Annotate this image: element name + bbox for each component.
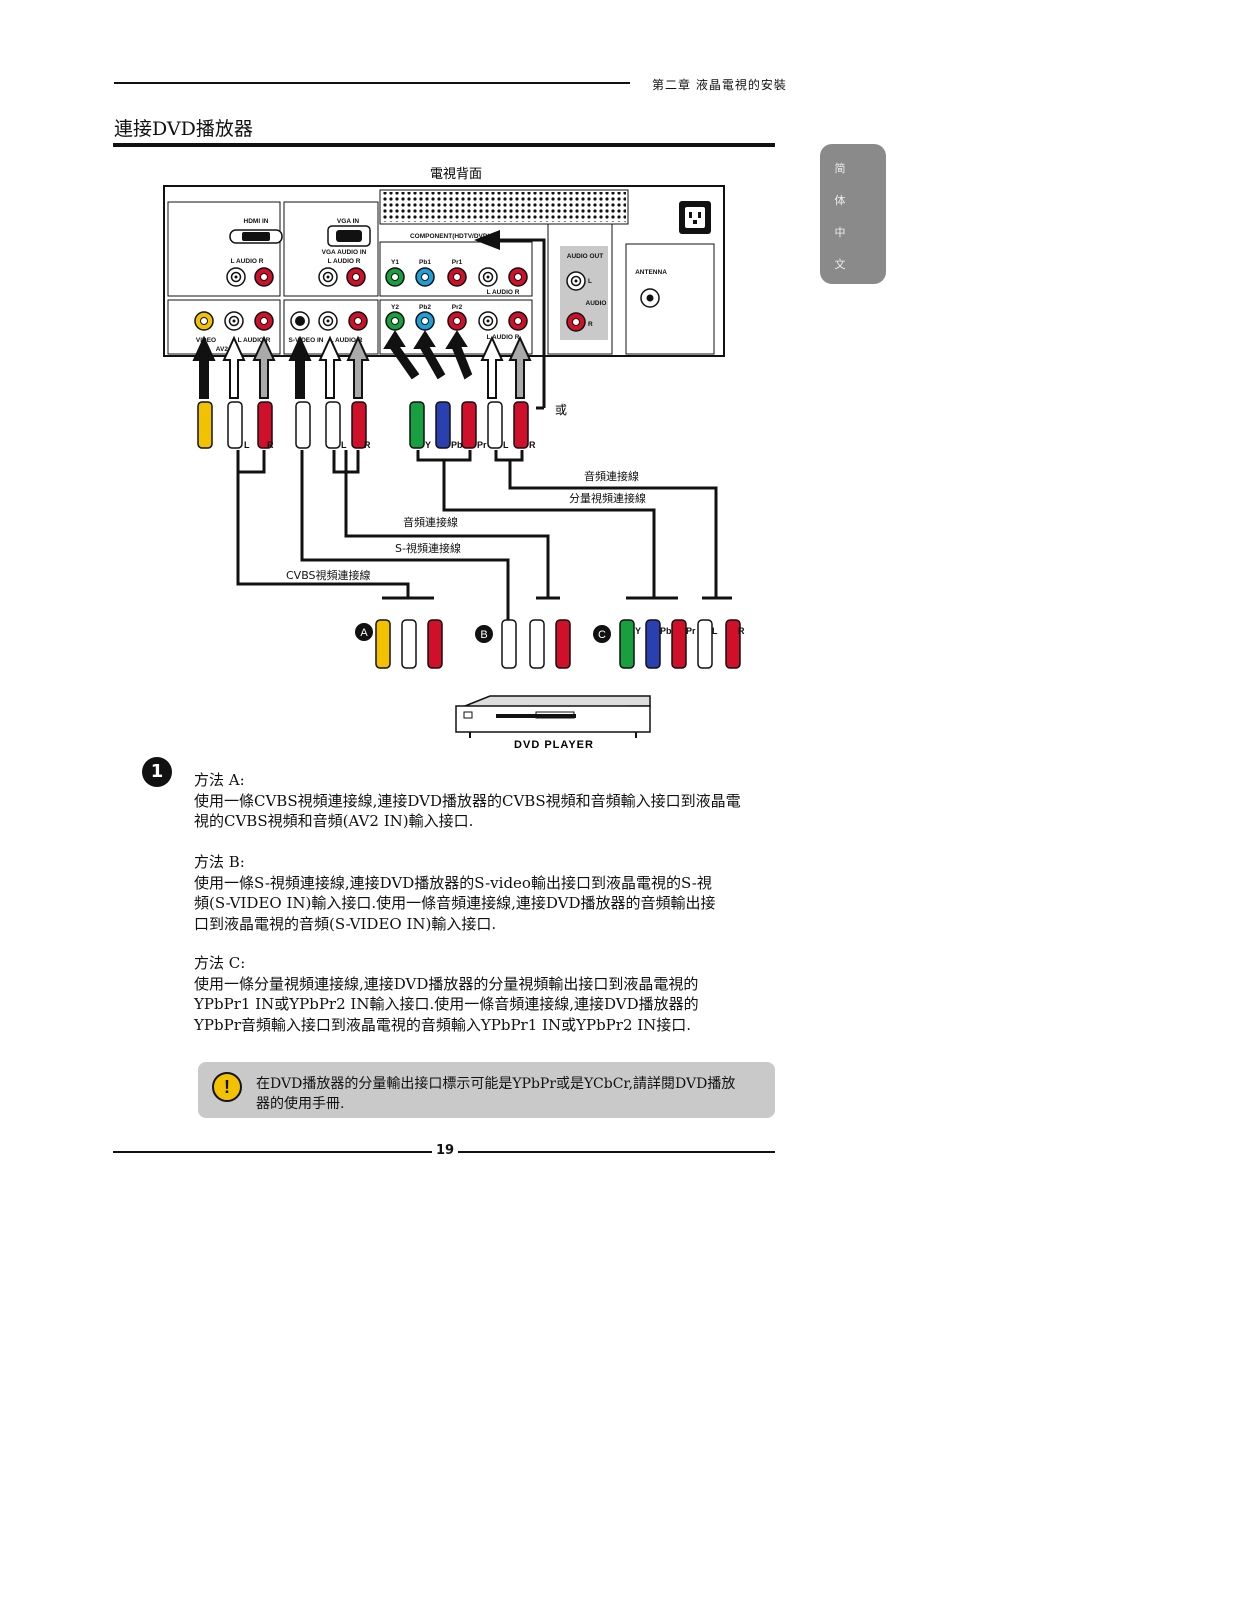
- warning-icon: !: [212, 1072, 242, 1102]
- method-heading: 方法 C:: [194, 954, 246, 972]
- cables: [236, 450, 732, 620]
- tab-char: 文: [834, 258, 846, 271]
- vent-frame: [379, 189, 629, 225]
- y1-label: Y1: [391, 259, 399, 266]
- component-cable-label: 分量視頻連接線: [569, 491, 646, 505]
- audio-out-r-label: R: [588, 321, 593, 328]
- component-label: COMPONENT(HDTV/DVD) IN: [410, 233, 498, 240]
- plug-label: L: [341, 440, 347, 450]
- marker-b-label: B: [480, 629, 487, 641]
- audio-cable-label: 音頻連接線: [584, 469, 639, 483]
- pr2-label: Pr2: [452, 304, 463, 311]
- diagram-heading: 電視背面: [430, 167, 482, 182]
- vga-section: [283, 201, 379, 297]
- method-c: 方法 C: 使用一條分量視頻連接線,連接DVD播放器的分量視頻輸出接口到液晶電視…: [194, 953, 699, 1035]
- panel-jacks: [194, 267, 660, 332]
- component-section: [379, 241, 533, 297]
- note-line: 器的使用手冊.: [256, 1096, 345, 1112]
- plug-label: R: [738, 626, 745, 636]
- vga-in-label: VGA IN: [337, 218, 359, 225]
- method-heading: 方法 A:: [194, 771, 245, 789]
- connection-diagram: 電視背面 HDMI IN VGA IN VGA AUDIO IN L AUDIO…: [163, 167, 745, 751]
- method-line: 視的CVBS視頻和音頻(AV2 IN)輸入接口.: [194, 812, 474, 830]
- hdmi-audio-label: L AUDIO R: [231, 258, 264, 265]
- method-line: YPbPr1 IN或YPbPr2 IN輸入接口.使用一條音頻連接線,連接DVD播…: [194, 995, 699, 1013]
- method-line: 口到液晶電視的音頻(S-VIDEO IN)輸入接口.: [194, 914, 497, 933]
- plug-label: Pr: [686, 626, 696, 636]
- title-rule: [113, 143, 775, 147]
- or-label: 或: [555, 403, 567, 417]
- vga-audio-label: L AUDIO R: [328, 258, 361, 265]
- note-line: 在DVD播放器的分量輸出接口標示可能是YPbPr或是YCbCr,請詳閱DVD播放: [256, 1076, 736, 1092]
- vent-grille: [382, 192, 626, 222]
- step-number: 1: [150, 761, 164, 782]
- cvbs-cable-label: CVBS視頻連接線: [286, 568, 371, 582]
- av2-section: [167, 299, 281, 355]
- method-line: 頻(S-VIDEO IN)輸入接口.使用一條音頻連接線,連接DVD播放器的音頻輸…: [194, 894, 716, 912]
- plug-label: L: [712, 626, 718, 636]
- insert-arrows: [192, 330, 532, 399]
- method-line: 使用一條S-視頻連接線,連接DVD播放器的S-video輸出接口到液晶電視的S-…: [194, 873, 712, 892]
- audio-out-label: AUDIO OUT: [567, 253, 604, 260]
- antenna-section: [625, 243, 715, 355]
- header-rule: [114, 82, 630, 84]
- y2-label: Y2: [391, 304, 399, 311]
- dvd-player-icon: [455, 695, 651, 738]
- method-line: 使用一條分量視頻連接線,連接DVD播放器的分量視頻輸出接口到液晶電視的: [194, 974, 699, 993]
- marker-c: [593, 625, 611, 643]
- audio-out-section: [547, 223, 613, 355]
- marker-a: [355, 623, 373, 641]
- audio-label: AUDIO: [586, 300, 607, 307]
- arrow-head: [474, 230, 500, 250]
- tv-side-plugs: [197, 401, 529, 449]
- page-number: 19: [432, 1143, 459, 1158]
- av2-label: AV2 IN: [216, 346, 237, 353]
- antenna-label: ANTENNA: [635, 269, 667, 276]
- marker-a-label: A: [360, 627, 368, 639]
- tab-char: 简: [834, 162, 846, 175]
- note-box: ! 在DVD播放器的分量輸出接口標示可能是YPbPr或是YCbCr,請詳閱DVD…: [198, 1062, 775, 1118]
- dvd-side-plugs: [375, 619, 741, 669]
- page-title: 連接DVD播放器: [114, 118, 253, 140]
- pb1-label: Pb1: [419, 259, 431, 266]
- method-b: 方法 B: 使用一條S-視頻連接線,連接DVD播放器的S-video輸出接口到液…: [194, 852, 716, 934]
- dvd-player-label: DVD PLAYER: [514, 739, 594, 751]
- component1-audio-label: L AUDIO R: [487, 289, 520, 296]
- vga-audio-in-label: VGA AUDIO IN: [322, 249, 367, 256]
- tab-char: 体: [834, 194, 846, 207]
- plug-label: R: [267, 440, 274, 450]
- pb2-label: Pb2: [419, 304, 431, 311]
- plug-label: Pb: [660, 626, 672, 636]
- step-marker: 1: [142, 757, 172, 787]
- method-line: 使用一條CVBS視頻連接線,連接DVD播放器的CVBS視頻和音頻輸入接口到液晶電: [194, 791, 741, 810]
- method-heading: 方法 B:: [194, 853, 245, 871]
- svideo-label: S-VIDEO IN: [288, 337, 323, 344]
- plug-label: R: [529, 440, 536, 450]
- note-text: 在DVD播放器的分量輸出接口標示可能是YPbPr或是YCbCr,請詳閱DVD播放…: [256, 1074, 766, 1114]
- pr1-label: Pr1: [452, 259, 463, 266]
- plug-label: Y: [635, 626, 641, 636]
- plug-label: Pb: [451, 440, 463, 450]
- av2-audio-label: L AUDIO R: [238, 337, 271, 344]
- plug-label: Pr: [477, 440, 487, 450]
- svideo-audio-label: L AUDIO R: [330, 337, 363, 344]
- component2-audio-label: L AUDIO R: [487, 334, 520, 341]
- hdmi-section: [167, 201, 281, 297]
- plug-label: Y: [425, 440, 431, 450]
- method-a: 方法 A: 使用一條CVBS視頻連接線,連接DVD播放器的CVBS視頻和音頻輸入…: [194, 770, 741, 832]
- audio-out-l-label: L: [588, 278, 592, 285]
- plug-label: L: [244, 440, 250, 450]
- marker-b: [475, 625, 493, 643]
- component1-arrow: [500, 238, 546, 408]
- hdmi-in-label: HDMI IN: [244, 218, 269, 225]
- marker-c-label: C: [598, 629, 606, 641]
- audio-cable-label-2: 音頻連接線: [403, 515, 458, 529]
- plug-label: R: [364, 440, 371, 450]
- svideo-cable-label: S-視頻連接線: [395, 541, 461, 555]
- tab-char: 中: [834, 226, 846, 239]
- method-line: YPbPr音頻輸入接口到液晶電視的音頻輸入YPbPr1 IN或YPbPr2 IN…: [194, 1015, 692, 1034]
- plug-label: L: [503, 440, 509, 450]
- chapter-title: 第二章 液晶電視的安裝: [652, 78, 787, 92]
- language-tab: 简 体 中 文: [820, 144, 886, 284]
